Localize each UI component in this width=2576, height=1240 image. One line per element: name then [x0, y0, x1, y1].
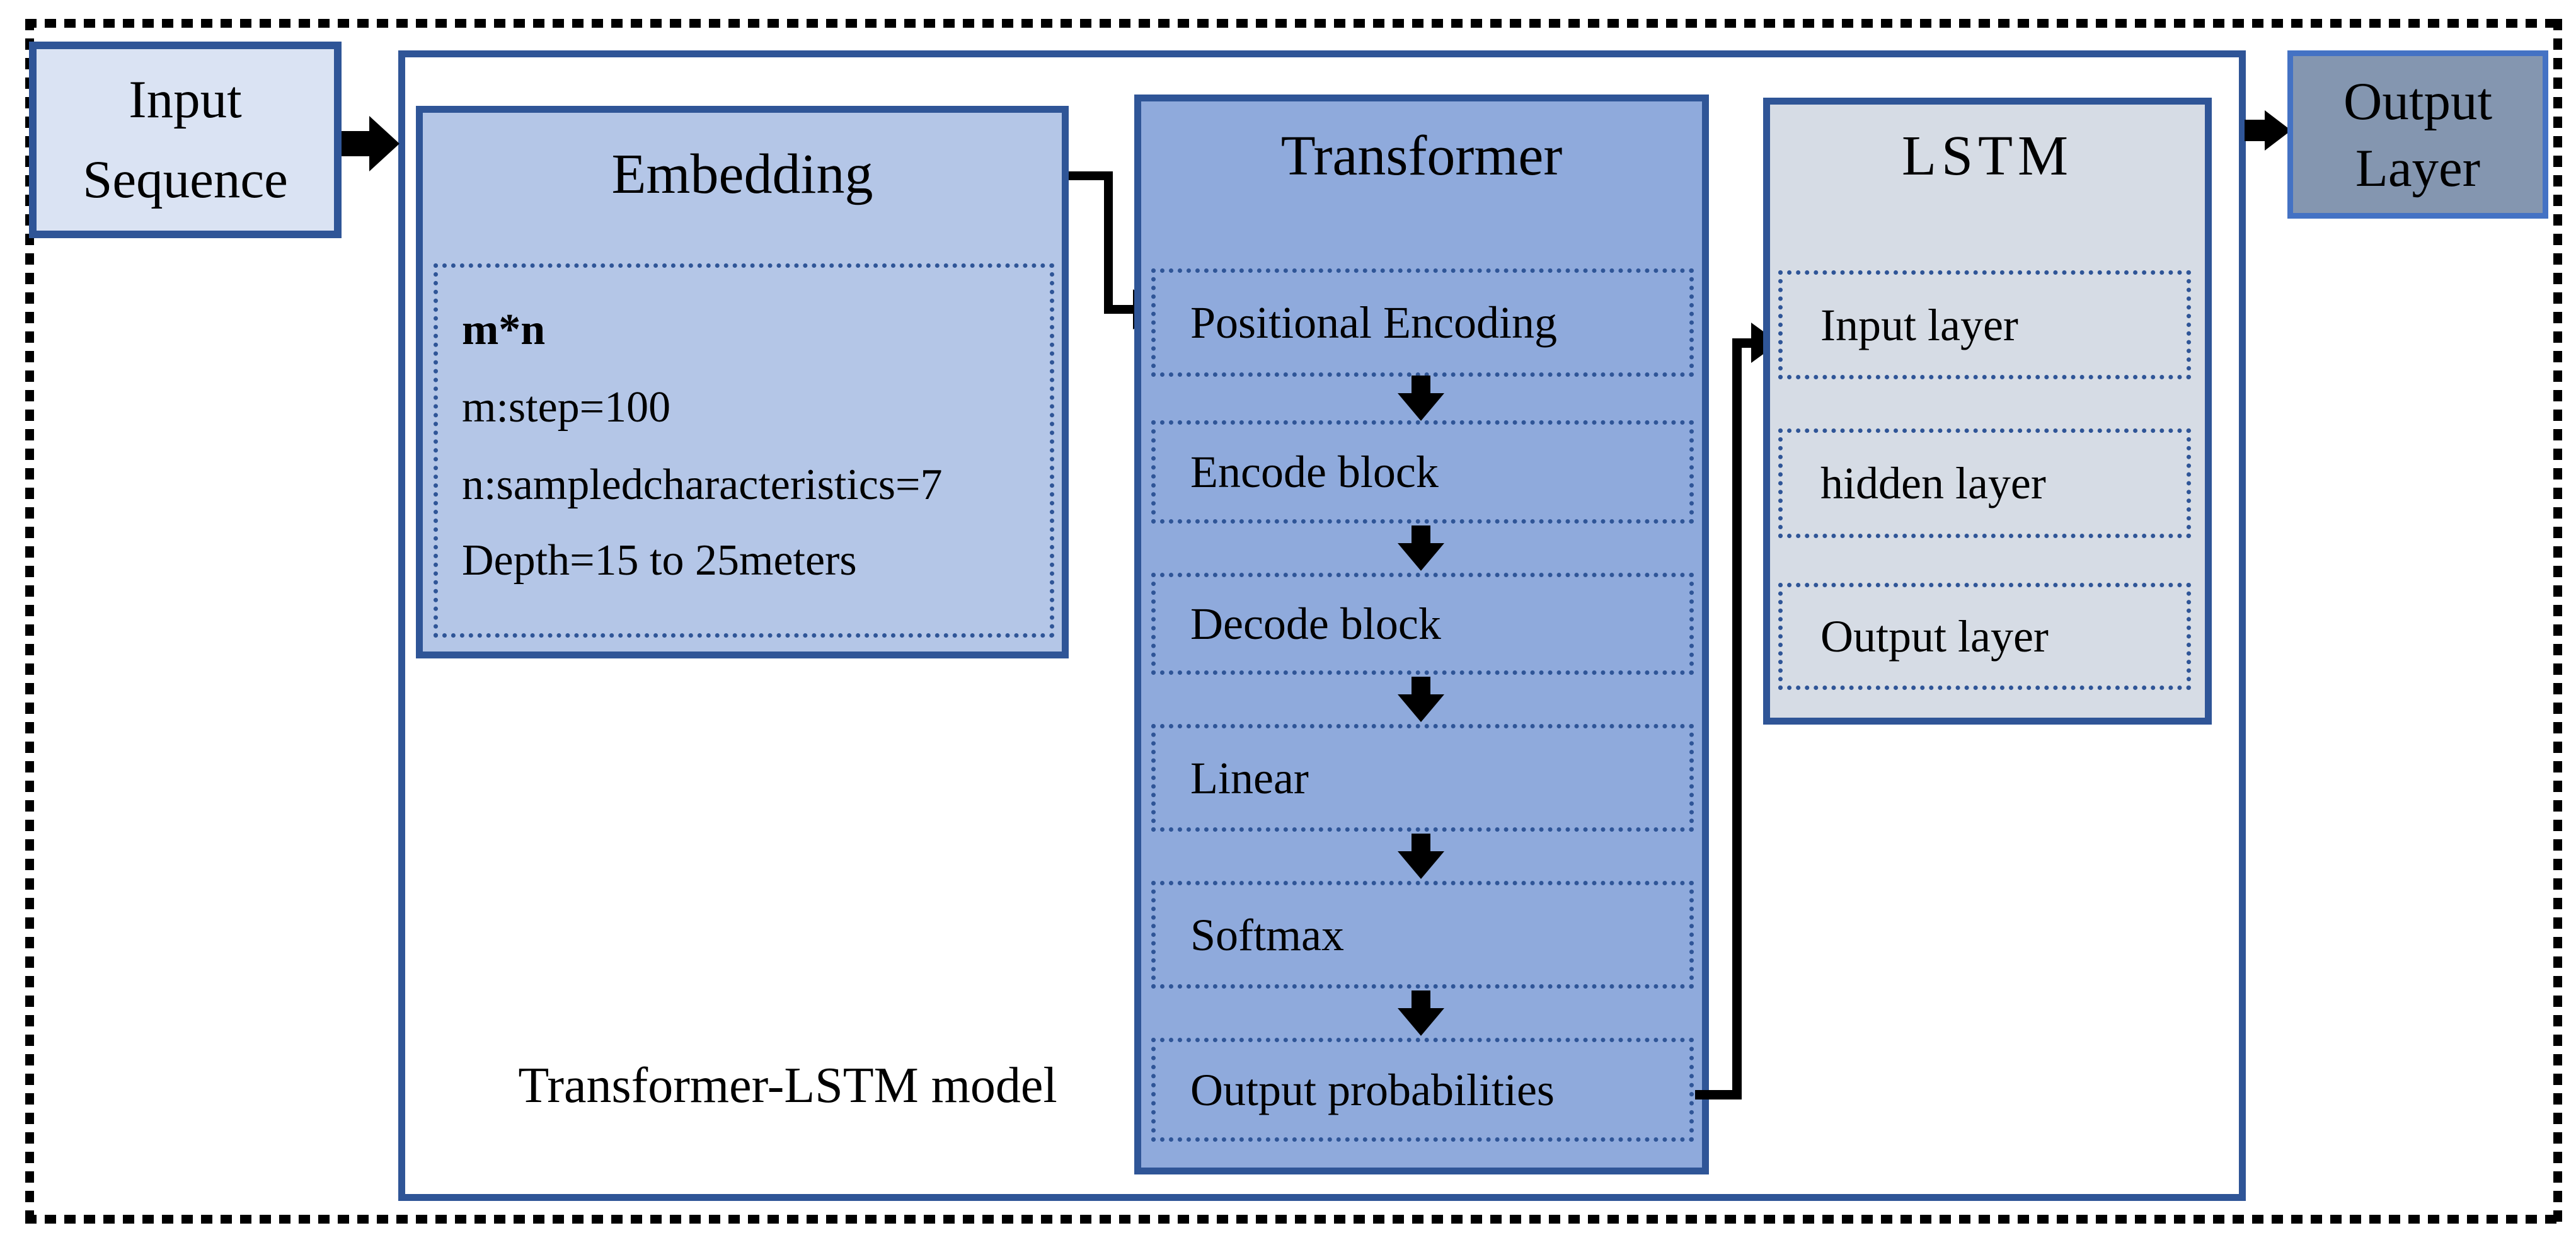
down-arrow-shaft: [1412, 677, 1430, 694]
embedding-param-mn: m*n: [462, 306, 546, 354]
layer-label: Output layer: [1820, 611, 2049, 662]
outer-dotted-border-left: [25, 19, 34, 1224]
arrow-down-icon: [1398, 694, 1444, 722]
transformer-block-softmax: Softmax: [1151, 881, 1694, 989]
transformer-box: Transformer Positional Encoding Encode b…: [1134, 95, 1709, 1174]
output-layer-label-line2: Layer: [2355, 138, 2481, 198]
connector-transformer-lstm-seg2: [1732, 338, 1742, 1099]
down-arrow-shaft: [1412, 525, 1430, 543]
arrow-input-to-model-shaft: [342, 131, 371, 156]
outer-dotted-border-top: [25, 19, 2562, 28]
transformer-block-output-probabilities: Output probabilities: [1151, 1038, 1694, 1142]
input-sequence-label-line1: Input: [129, 70, 242, 129]
arrow-down-icon: [1398, 543, 1444, 571]
output-layer-label-line1: Output: [2343, 71, 2493, 131]
transformer-block-linear: Linear: [1151, 724, 1694, 832]
down-arrow-shaft: [1412, 834, 1430, 851]
embedding-params-box: [434, 263, 1054, 638]
input-sequence-box: Input Sequence: [29, 42, 342, 238]
transformer-block-encode: Encode block: [1151, 420, 1694, 524]
connector-transformer-lstm-seg3: [1732, 338, 1752, 348]
arrow-model-to-output-shaft: [2245, 120, 2265, 141]
embedding-title: Embedding: [611, 143, 873, 205]
arrow-down-icon: [1398, 393, 1444, 421]
lstm-layer-hidden: hidden layer: [1778, 428, 2191, 538]
embedding-param-characteristics: n:sampledcharacteristics=7: [462, 461, 943, 509]
block-label: Output probabilities: [1190, 1064, 1555, 1115]
outer-dotted-border-right: [2553, 19, 2562, 1224]
block-label: Encode block: [1190, 447, 1439, 497]
embedding-param-step: m:step=100: [462, 383, 671, 432]
arrow-down-icon: [1398, 1008, 1444, 1036]
block-label: Decode block: [1190, 599, 1441, 649]
arrow-right-icon: [369, 116, 400, 171]
layer-label: hidden layer: [1820, 458, 2046, 508]
input-sequence-label-line2: Sequence: [83, 150, 288, 209]
block-label: Softmax: [1190, 909, 1344, 960]
outer-dotted-border-bottom: [25, 1215, 2562, 1224]
arrow-down-icon: [1398, 851, 1444, 879]
lstm-layer-input: Input layer: [1778, 270, 2191, 379]
transformer-title: Transformer: [1280, 125, 1563, 187]
embedding-param-depth: Depth=15 to 25meters: [462, 536, 857, 585]
block-label: Positional Encoding: [1190, 297, 1557, 348]
output-layer-box: Output Layer: [2287, 50, 2548, 219]
lstm-title: LSTM: [1901, 125, 2074, 187]
embedding-box: Embedding m*n m:step=100 n:sampledcharac…: [416, 106, 1069, 658]
transformer-block-positional-encoding: Positional Encoding: [1151, 268, 1694, 377]
connector-embedding-transformer-seg3: [1104, 305, 1134, 314]
transformer-block-decode: Decode block: [1151, 573, 1694, 675]
down-arrow-shaft: [1412, 990, 1430, 1008]
model-caption: Transformer-LSTM model: [518, 1058, 1057, 1113]
connector-embedding-transformer-seg1: [1069, 171, 1113, 180]
down-arrow-shaft: [1412, 376, 1430, 393]
connector-embedding-transformer-seg2: [1104, 171, 1113, 314]
arrow-right-icon: [2265, 110, 2291, 151]
connector-transformer-lstm-seg1: [1695, 1090, 1742, 1099]
layer-label: Input layer: [1820, 299, 2018, 350]
block-label: Linear: [1190, 752, 1309, 803]
lstm-layer-output: Output layer: [1778, 583, 2191, 690]
lstm-box: LSTM Input layer hidden layer Output lay…: [1763, 98, 2212, 725]
